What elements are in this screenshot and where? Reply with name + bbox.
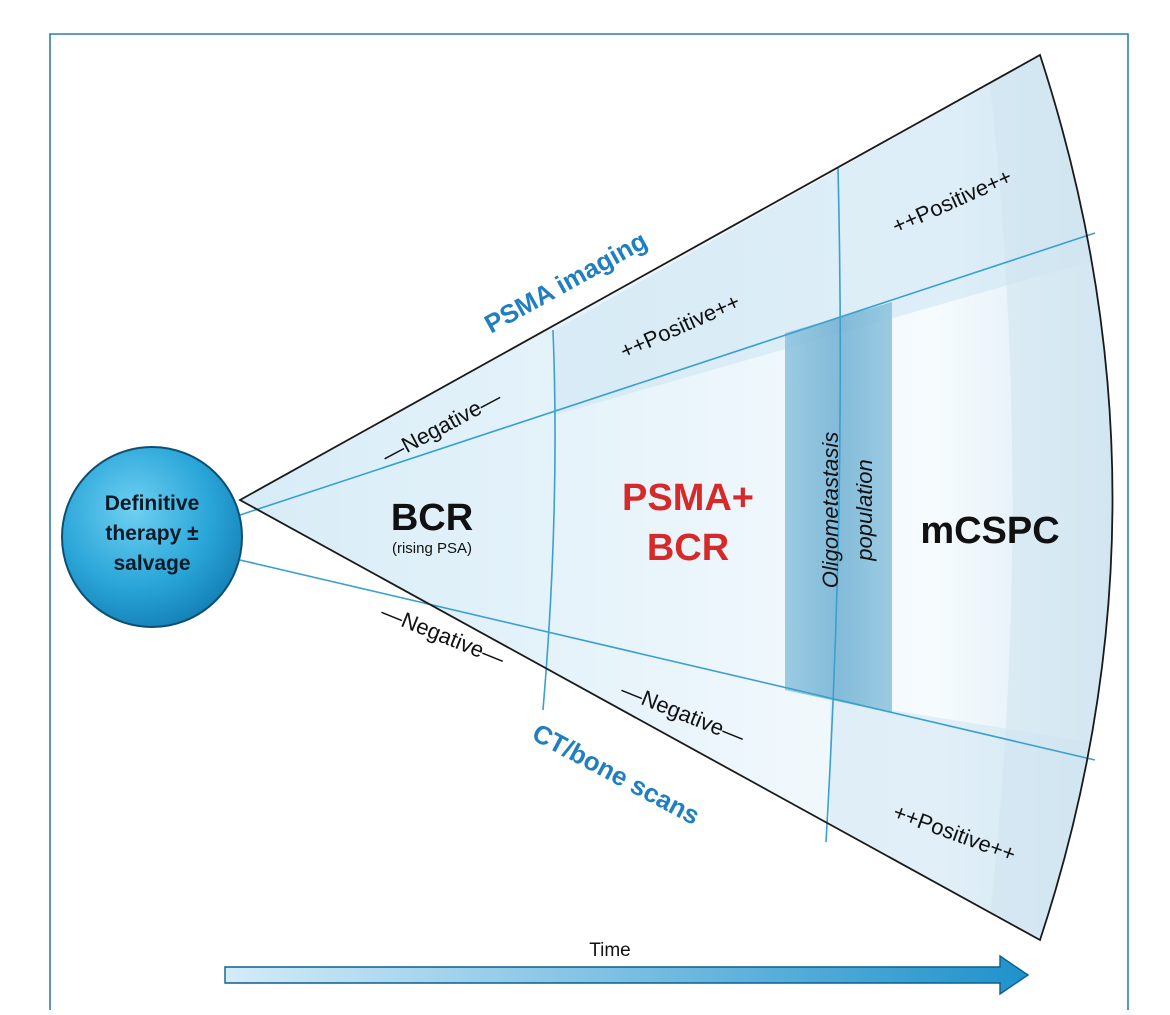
psma-bcr-line-2: BCR [647, 527, 729, 569]
figure-frame [49, 33, 1129, 1010]
cone-outline [238, 53, 1114, 942]
time-arrow [224, 954, 1030, 996]
bcr-subtitle: (rising PSA) [392, 540, 472, 557]
oligo-line-2: population [852, 459, 877, 562]
cone-rim-shade [985, 55, 1113, 940]
node-line-2: therapy ± [105, 522, 199, 545]
divider-lines [239, 167, 1096, 843]
node-line-3: salvage [113, 552, 190, 575]
time-label: Time [589, 940, 631, 961]
bcr-title: BCR [391, 497, 473, 539]
node-line-1: Definitive [105, 492, 200, 515]
definitive-therapy-node [61, 446, 243, 628]
oligo-line-1: Oligometastasis [818, 432, 843, 589]
mcspc-title: mCSPC [920, 510, 1059, 552]
psma-bcr-line-1: PSMA+ [622, 477, 754, 519]
